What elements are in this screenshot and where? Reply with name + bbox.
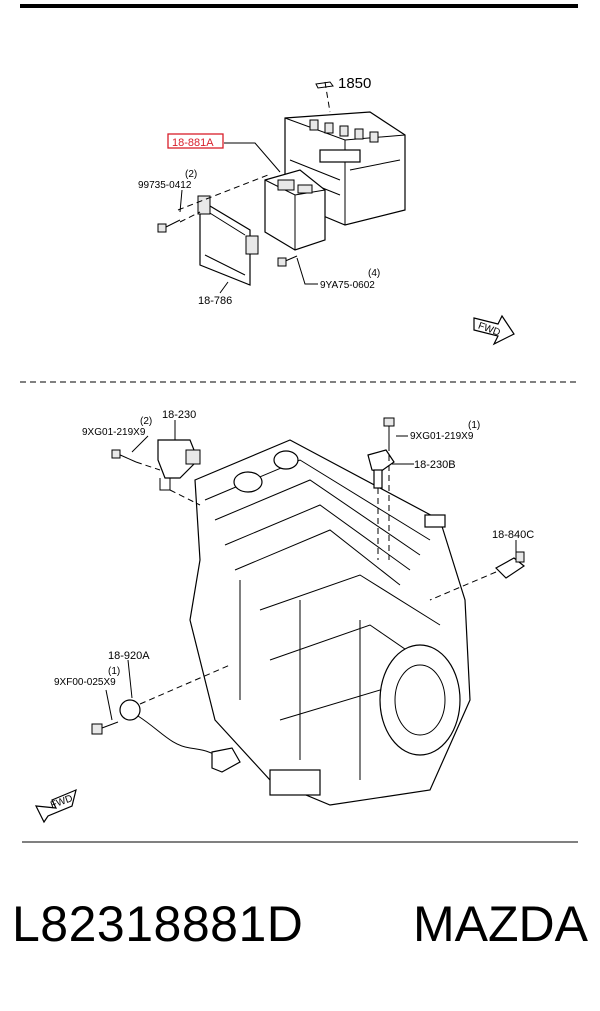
bolt-9ya75-0602 [277,255,298,267]
label-bolt-knock-qty: (1) [108,666,120,677]
caption-part-number: L82318881D [12,896,304,952]
caption-brand: MAZDA [413,896,588,952]
label-module-highlighted: 18-881A [172,137,214,149]
parts-diagram: 1850 18-881A (2) 99735-0412 18-786 (4) 9… [20,4,578,843]
label-bolt-top-qty: (1) [468,420,480,431]
label-bolt-cam-qty: (2) [140,416,152,427]
bolt-9xf00-025x9 [91,721,119,735]
fwd-arrow-lower-icon: FWD [34,788,77,824]
label-bolt-right-qty: (4) [368,268,380,279]
ecu-bracket [197,195,259,286]
cam-sensor-18-230 [157,439,201,491]
label-cam-sensor: 18-230 [162,409,196,421]
label-bolt-knock: 9XF00-025X9 [54,677,116,688]
label-knock-sensor: 18-920A [108,650,150,662]
caption: L82318881D MAZDA [0,895,600,975]
bolt-9xg01-219x9-cam [111,449,137,463]
bolt-99735-0412 [157,219,181,233]
label-battery: 1850 [338,75,371,92]
temp-sensor-18-840c [495,551,526,579]
label-cam-sensor-b: 18-230B [414,459,456,471]
bolt-9xg01-219x9-top [383,417,395,445]
label-bolt-left: 99735-0412 [138,180,192,191]
hand-icon [315,81,334,89]
label-bracket: 18-786 [198,295,232,307]
label-bolt-top: 9XG01-219X9 [410,431,474,442]
engine-block [189,439,471,806]
cam-sensor-18-230b [367,449,395,489]
label-temp-sensor: 18-840C [492,529,534,541]
label-bolt-cam: 9XG01-219X9 [82,427,146,438]
fwd-arrow-icon: FWD [473,314,515,346]
highlight-box [167,133,224,149]
label-bolt-left-qty: (2) [185,169,197,180]
knock-sensor-18-920a [119,699,241,773]
ecu-module [264,169,326,251]
label-bolt-right: 9YA75-0602 [320,280,375,291]
